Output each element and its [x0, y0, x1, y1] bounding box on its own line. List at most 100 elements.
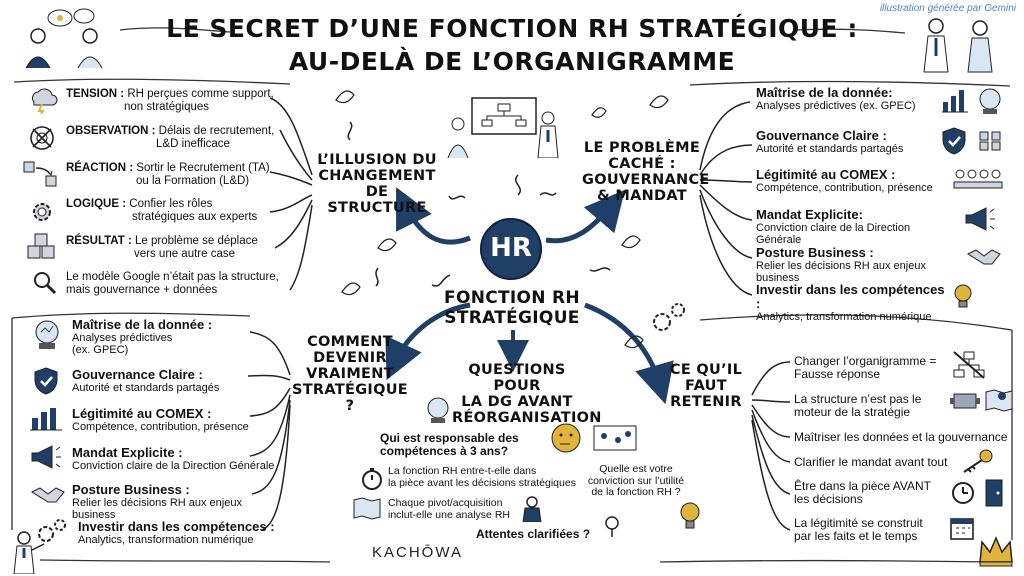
- branch-questions-label: QUESTIONS POUR LA DG AVANT RÉORGANISATIO…: [452, 362, 601, 426]
- retenir-line: par les faits et le temps: [794, 529, 918, 543]
- question-line: Qui est responsable des: [380, 431, 519, 445]
- credit-note: illustration générée par Gemini: [879, 3, 1016, 14]
- item-label: TENSION :: [66, 88, 125, 100]
- page-title-line-2: AU-DELÀ DE L’ORGANIGRAMME: [288, 47, 736, 76]
- item-head: Mandat Explicite:: [756, 207, 863, 222]
- item-sub: Conviction claire de la Direction Généra…: [756, 222, 911, 246]
- branch-probleme-line: & MANDAT: [597, 188, 687, 204]
- devenir-item: Maîtrise de la donnée : Analyses prédict…: [72, 317, 272, 357]
- retenir-line: Maîtriser les données et la gouvernance: [794, 430, 1008, 444]
- center-title-line-1: FONCTION RH: [444, 288, 580, 308]
- illusion-item: RÉSULTAT : Le problème se déplace vers u…: [66, 235, 306, 261]
- item-head: Légitimité au COMEX :: [756, 167, 896, 182]
- item-head: Investir dans les compétences :: [78, 519, 275, 534]
- question-line: Quelle est votre: [599, 463, 673, 475]
- retenir-line: Fausse réponse: [794, 367, 881, 381]
- item-text: L&D inefficace: [156, 138, 230, 150]
- question-line: la pièce avant les décisions stratégique…: [388, 476, 576, 489]
- item-text: Confier les rôles: [129, 198, 213, 210]
- presenters-illustration: [906, 12, 1006, 74]
- devenir-item: Posture Business : Relier les décisions …: [72, 482, 288, 522]
- center-title: FONCTION RH STRATÉGIQUE: [436, 288, 588, 328]
- question-line: inclut-elle une analyse RH: [388, 508, 510, 521]
- probleme-item: Mandat Explicite: Conviction claire de l…: [756, 207, 956, 247]
- item-head: Maîtrise de la donnée:: [756, 85, 893, 100]
- item-head: Mandat Explicite :: [72, 445, 183, 460]
- branch-questions-line: LA DG AVANT: [461, 394, 573, 410]
- branch-devenir-label: COMMENT DEVENIR VRAIMENT STRATÉGIQUE ?: [290, 334, 410, 414]
- illusion-item: TENSION : RH perçues comme support, non …: [66, 88, 306, 114]
- item-sub: Analytics, transformation numérique: [756, 311, 932, 323]
- question-conviction: Quelle est votre conviction sur l’utilit…: [576, 463, 696, 499]
- branch-illusion-line: STRUCTURE: [327, 200, 427, 216]
- whiteboard-illustration: [444, 96, 566, 158]
- branch-illusion-line: CHANGEMENT DE: [318, 168, 436, 200]
- probleme-item: Investir dans les compétences : Analytic…: [756, 282, 952, 324]
- brand-logo: KACHŌWA: [372, 544, 463, 561]
- illusion-item: LOGIQUE : Confier les rôles stratégiques…: [66, 198, 306, 224]
- item-head: Posture Business :: [72, 482, 190, 497]
- branch-probleme-line: CACHÉ :: [608, 156, 676, 172]
- branch-devenir-line: VRAIMENT: [306, 366, 394, 382]
- item-head: Maîtrise de la donnée :: [72, 317, 213, 332]
- item-sub: Conviction claire de la Direction Généra…: [72, 460, 275, 472]
- probleme-item: Légitimité au COMEX : Compétence, contri…: [756, 167, 946, 195]
- item-sub: Relier les décisions RH aux enjeux busin…: [72, 497, 242, 521]
- question-pivot: Chaque pivot/acquisition inclut-elle une…: [388, 497, 548, 521]
- illusion-item: OBSERVATION : Délais de recrutement, L&D…: [66, 125, 306, 151]
- item-head: Gouvernance Claire :: [756, 128, 887, 143]
- retenir-item: Être dans la pièce AVANT les décisions: [794, 480, 954, 506]
- probleme-item: Gouvernance Claire : Autorité et standar…: [756, 128, 946, 156]
- item-text: stratégiques aux experts: [132, 211, 258, 223]
- item-text: Le modèle Google n’était pas la structur…: [66, 271, 279, 283]
- retenir-line: Être dans la pièce AVANT: [794, 479, 931, 493]
- retenir-item: Maîtriser les données et la gouvernance: [794, 431, 1014, 444]
- person-pointing-illustration: [8, 530, 48, 574]
- illusion-item: RÉACTION : Sortir le Recrutement (TA) ou…: [66, 162, 306, 188]
- question-responsabilite: Qui est responsable des compétences à 3 …: [380, 432, 540, 458]
- item-sub: (ex. GPEC): [72, 344, 129, 356]
- hr-logo: HR: [478, 216, 544, 282]
- question-line: conviction sur l’utilité: [587, 474, 685, 487]
- branch-illusion-label: L’ILLUSION DU CHANGEMENT DE STRUCTURE: [312, 152, 442, 216]
- branch-devenir-line: COMMENT: [307, 334, 393, 350]
- item-text: Délais de recrutement,: [158, 125, 275, 137]
- item-text: vers une autre case: [134, 248, 236, 260]
- retenir-item: Changer l’organigramme = Fausse réponse: [794, 355, 954, 381]
- item-head: Investir dans les compétences :: [756, 282, 945, 311]
- branch-illusion-line: L’ILLUSION DU: [317, 152, 437, 168]
- crown-icon: [976, 532, 1016, 568]
- item-head: Légitimité au COMEX :: [72, 406, 212, 421]
- retenir-line: La structure n’est pas le: [794, 392, 922, 406]
- branch-questions-line: QUESTIONS POUR: [468, 362, 566, 394]
- item-text: Le problème se déplace: [135, 235, 258, 247]
- branch-devenir-line: STRATÉGIQUE ?: [292, 382, 408, 414]
- branch-retenir-label: CE QU’IL FAUT RETENIR: [664, 362, 748, 410]
- hr-logo-text: HR: [490, 233, 532, 263]
- item-label: OBSERVATION :: [66, 125, 156, 137]
- retenir-line: moteur de la stratégie: [794, 405, 911, 419]
- item-text: mais gouvernance + données: [66, 284, 218, 296]
- item-head: Posture Business :: [756, 245, 874, 260]
- question-line: compétences à 3 ans?: [380, 444, 509, 458]
- item-text: non stratégiques: [124, 101, 210, 113]
- retenir-line: Changer l’organigramme =: [794, 354, 937, 368]
- branch-probleme-label: LE PROBLÈME CACHÉ : GOUVERNANCE & MANDAT: [582, 140, 709, 204]
- page-title-line-1: LE SECRET D’UNE FONCTION RH STRATÉGIQUE …: [166, 14, 858, 43]
- retenir-item: Clarifier le mandat avant tout: [794, 456, 964, 469]
- retenir-line: les décisions: [794, 492, 863, 506]
- item-sub: Analytics, transformation numérique: [78, 534, 254, 546]
- branch-retenir-line: FAUT: [685, 378, 727, 394]
- question-line: La fonction RH entre-t-elle dans: [388, 465, 537, 477]
- branch-devenir-line: DEVENIR: [313, 350, 387, 366]
- item-head: Gouvernance Claire :: [72, 367, 203, 382]
- retenir-item: La structure n’est pas le moteur de la s…: [794, 393, 954, 419]
- devenir-item: Gouvernance Claire : Autorité et standar…: [72, 367, 272, 395]
- item-sub: Analyses prédictives (ex. GPEC): [756, 100, 916, 112]
- item-sub: Compétence, contribution, présence: [756, 182, 933, 194]
- question-piece-avant: La fonction RH entre-t-elle dans la pièc…: [388, 465, 578, 489]
- item-sub: Autorité et standards partagés: [72, 382, 220, 394]
- item-text: RH perçues comme support,: [127, 88, 274, 100]
- devenir-item: Légitimité au COMEX : Compétence, contri…: [72, 406, 272, 434]
